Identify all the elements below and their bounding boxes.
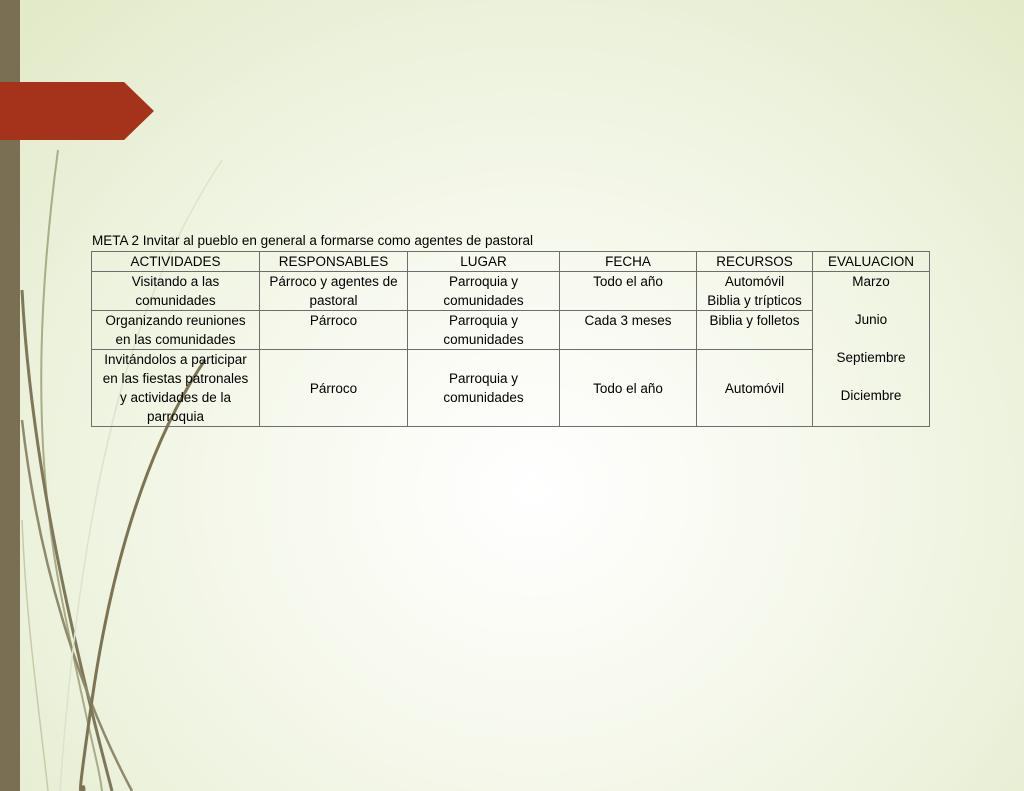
cell-actividad: Organizando reuniones en las comunidades: [91, 310, 260, 350]
cell-actividad: Visitando a las comunidades: [91, 271, 260, 311]
evaluacion-item: Diciembre: [840, 388, 902, 403]
cell-responsables: Párroco: [259, 349, 408, 427]
meta-title: META 2 Invitar al pueblo en general a fo…: [92, 233, 533, 248]
cell-fecha: Cada 3 meses: [559, 310, 697, 350]
header-fecha: FECHA: [559, 251, 697, 272]
table-header-row: ACTIVIDADES RESPONSABLES LUGAR FECHA REC…: [91, 251, 930, 272]
header-actividades: ACTIVIDADES: [91, 251, 260, 272]
evaluacion-item: Marzo: [852, 274, 890, 289]
slide-content: META 2 Invitar al pueblo en general a fo…: [91, 232, 931, 427]
evaluacion-list: Marzo Junio Septiembre Diciembre: [815, 272, 927, 405]
header-responsables: RESPONSABLES: [259, 251, 408, 272]
cell-recursos: Automóvil Biblia y trípticos: [696, 271, 813, 311]
table-row: Organizando reuniones en las comunidades…: [91, 310, 930, 350]
cell-responsables: Párroco: [259, 310, 408, 350]
activity-plan-table: ACTIVIDADES RESPONSABLES LUGAR FECHA REC…: [91, 251, 930, 427]
table-row: Invitándolos a participar en las fiestas…: [91, 349, 930, 427]
cell-lugar: Parroquia y comunidades: [407, 271, 560, 311]
cell-fecha: Todo el año: [559, 349, 697, 427]
cell-recursos: Automóvil: [696, 349, 813, 427]
cell-recursos: Biblia y folletos: [696, 310, 813, 350]
left-accent-bar: [0, 0, 20, 791]
cell-fecha: Todo el año: [559, 271, 697, 311]
table-row: Visitando a las comunidades Párroco y ag…: [91, 271, 930, 427]
cell-lugar: Parroquia y comunidades: [407, 310, 560, 350]
cell-evaluacion: Marzo Junio Septiembre Diciembre: [812, 271, 930, 427]
evaluacion-item: Junio: [854, 312, 888, 327]
evaluacion-item: Septiembre: [836, 350, 906, 365]
header-lugar: LUGAR: [407, 251, 560, 272]
cell-responsables: Párroco y agentes de pastoral: [259, 271, 408, 311]
red-arrow-tab: [0, 82, 154, 140]
header-recursos: RECURSOS: [696, 251, 813, 272]
cell-lugar: Parroquia y comunidades: [407, 349, 560, 427]
cell-actividad: Invitándolos a participar en las fiestas…: [91, 349, 260, 427]
header-evaluacion: EVALUACION: [812, 251, 930, 272]
